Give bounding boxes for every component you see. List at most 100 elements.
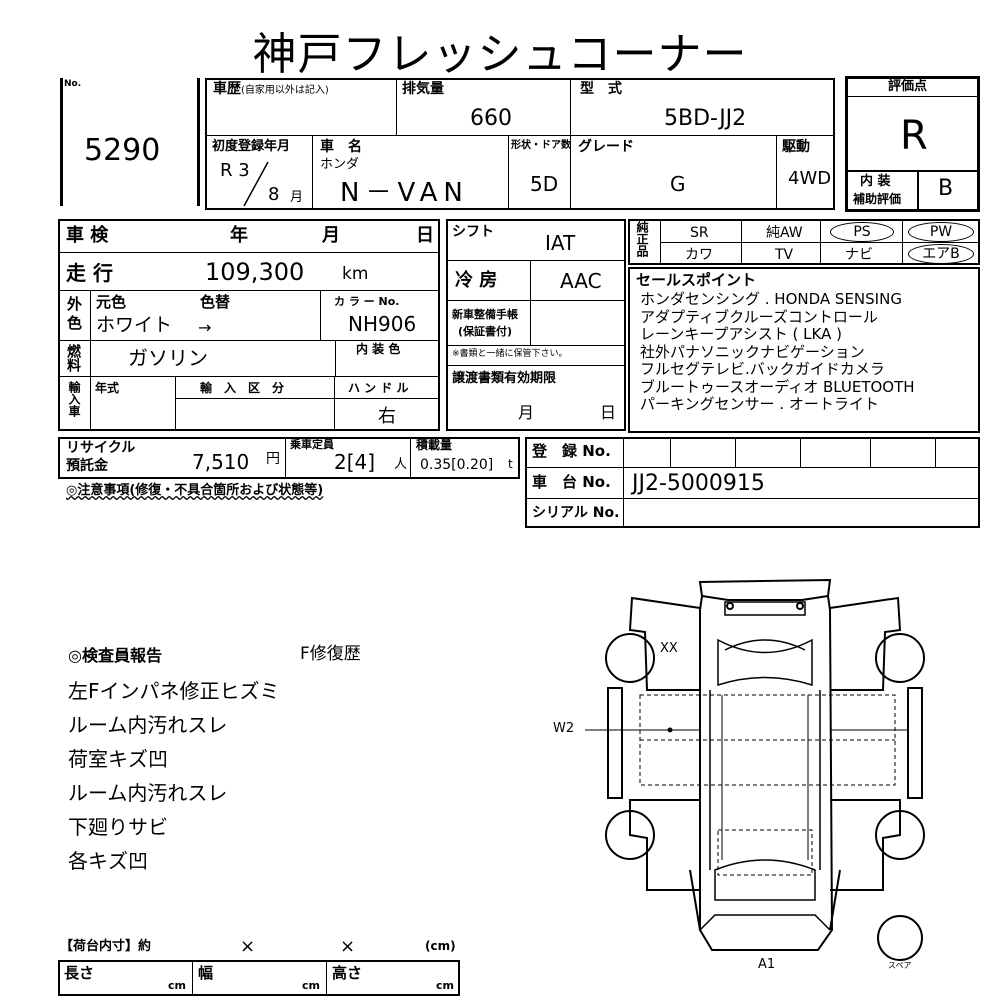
inspection-day: 日: [416, 225, 434, 246]
report-item: 各キズ凹: [68, 849, 148, 873]
caution-label: ◎注意事項(修復・不具合箇所および状態等): [66, 483, 324, 498]
body-doors-value: 5D: [530, 172, 559, 196]
first-registration-era: R 3: [220, 160, 250, 181]
import-year-label: 年式: [95, 381, 120, 395]
transfer-day: 日: [600, 403, 617, 422]
cargo-unit: (cm): [425, 939, 456, 953]
report-item: 下廻りサビ: [68, 815, 168, 839]
mileage-value: 109,300: [205, 258, 305, 286]
manual-note: ※書類と一緒に保管下さい。: [452, 349, 568, 359]
capacity-unit: 人: [394, 457, 408, 472]
grade-label: グレード: [578, 139, 634, 155]
equipment-ps: PS: [830, 222, 894, 242]
model-value: 5BD-JJ2: [664, 106, 747, 131]
capacity-value: 2[4]: [334, 450, 376, 474]
handle-label: ハ ン ド ル: [348, 381, 409, 395]
shift-value: IAT: [545, 231, 576, 255]
color-change-label: 色替: [200, 293, 231, 311]
cargo-x1: ×: [240, 936, 256, 957]
ac-value: AAC: [560, 269, 602, 293]
cargo-width-label: 幅: [198, 964, 214, 982]
report-item: ルーム内汚れスレ: [68, 713, 228, 737]
genuine-parts-label: 純正品: [635, 221, 649, 257]
interior-color-label: 内 装 色: [356, 342, 401, 356]
drive-value: 4WD: [788, 168, 832, 189]
transfer-month: 月: [518, 403, 535, 422]
damage-mark-xx: XX: [660, 641, 678, 656]
interior-rating-value: B: [938, 176, 954, 201]
cargo-height-label: 高さ: [332, 964, 363, 982]
sales-point-line: ホンダセンシング . HONDA SENSING: [640, 290, 902, 308]
load-unit: t: [508, 457, 513, 471]
car-name: N－VAN: [340, 178, 469, 208]
first-registration-month-unit: 月: [290, 190, 304, 205]
color-value: ホワイト: [96, 314, 173, 336]
grade-value: G: [670, 172, 686, 196]
mileage-label: 走 行: [66, 261, 113, 285]
first-registration-label: 初度登録年月: [212, 139, 291, 154]
damage-mark-w2: W2: [553, 721, 575, 736]
model-label: 型 式: [580, 81, 622, 97]
interior-label-1: 内 装: [860, 174, 891, 189]
chassis-no-value: JJ2-5000915: [632, 471, 765, 496]
fuel-label: 燃料: [65, 344, 81, 372]
cargo-x2: ×: [340, 936, 356, 957]
cargo-dimensions-label: 【荷台内寸】約: [60, 939, 152, 954]
rating-value: R: [900, 113, 928, 159]
vehicle-info-grid: [58, 219, 440, 431]
new-car-manual-label: 新車整備手帳: [452, 308, 518, 321]
original-color-label: 元色: [96, 293, 127, 311]
first-registration-month: 8: [268, 184, 280, 205]
lot-number-box: [60, 78, 200, 206]
report-item: 荷室キズ凹: [68, 747, 168, 771]
shift-label: シフト: [452, 224, 494, 240]
recycle-label-2: 預託金: [66, 458, 108, 474]
chassis-no-label: 車 台 No.: [532, 473, 611, 491]
equipment-airbag: エアB: [908, 244, 974, 264]
fuel-value: ガソリン: [128, 346, 208, 370]
sales-points-label: セールスポイント: [636, 271, 757, 289]
sales-point-line: パーキングセンサー . オートライト: [640, 395, 879, 413]
spare-tire-label: スペア: [888, 961, 912, 970]
sales-point-line: レーンキープアシスト ( LKA ): [640, 325, 842, 343]
body-doors-label: 形状・ドア数: [511, 140, 571, 151]
registration-no-label: 登 録 No.: [532, 442, 611, 460]
page-title: 神戸フレッシュコーナー: [252, 29, 748, 80]
history-label: 車歴(自家用以外は記入): [213, 81, 329, 97]
recycle-label-1: リサイクル: [66, 440, 136, 456]
sales-point-line: ブルートゥースオーディオ BLUETOOTH: [640, 377, 915, 396]
inspector-report-list: 左Fインパネ修正ヒズミ ルーム内汚れスレ 荷室キズ凹 ルーム内汚れスレ 下廻りサ…: [68, 674, 280, 878]
color-code-value: NH906: [348, 312, 417, 336]
sales-point-line: アダプティブクルーズコントロール: [640, 307, 878, 326]
report-item: ルーム内汚れスレ: [68, 781, 228, 805]
sales-point-line: 社外パナソニックナビゲーション: [640, 342, 865, 361]
inspection-year: 年: [230, 225, 248, 246]
drive-label: 駆動: [782, 139, 810, 155]
color-change-arrow: →: [198, 318, 212, 337]
lot-number-label: No.: [64, 79, 82, 89]
color-code-label: カ ラ ー No.: [334, 295, 400, 308]
displacement-label: 排気量: [402, 81, 444, 97]
sales-point-line: フルセグテレビ.バックガイドカメラ: [640, 360, 885, 378]
equipment-leather: カワ: [685, 247, 713, 263]
inspector-report-label: ◎検査員報告: [68, 646, 162, 665]
recycle-grid: [58, 437, 520, 479]
load-value: 0.35[0.20]: [420, 457, 494, 473]
top-header-grid: [205, 78, 835, 210]
report-item: 左Fインパネ修正ヒズミ: [68, 679, 280, 703]
ac-label: 冷 房: [455, 270, 498, 291]
transfer-deadline-label: 譲渡書類有効期限: [452, 371, 557, 386]
mileage-unit: km: [342, 264, 369, 284]
cargo-length-label: 長さ: [64, 964, 95, 982]
shift-ac-grid: [446, 219, 626, 431]
cargo-length-unit: cm: [168, 979, 186, 992]
equipment-sr: SR: [690, 225, 709, 241]
serial-no-label: シリアル No.: [532, 505, 620, 521]
import-division-label: 輸 入 区 分: [200, 381, 285, 395]
car-maker: ホンダ: [320, 157, 360, 172]
equipment-navi: ナビ: [845, 247, 873, 263]
cargo-width-unit: cm: [302, 979, 320, 992]
displacement-value: 660: [470, 106, 512, 131]
capacity-label: 乗車定員: [290, 438, 334, 451]
cargo-dimensions-grid: [58, 960, 460, 996]
